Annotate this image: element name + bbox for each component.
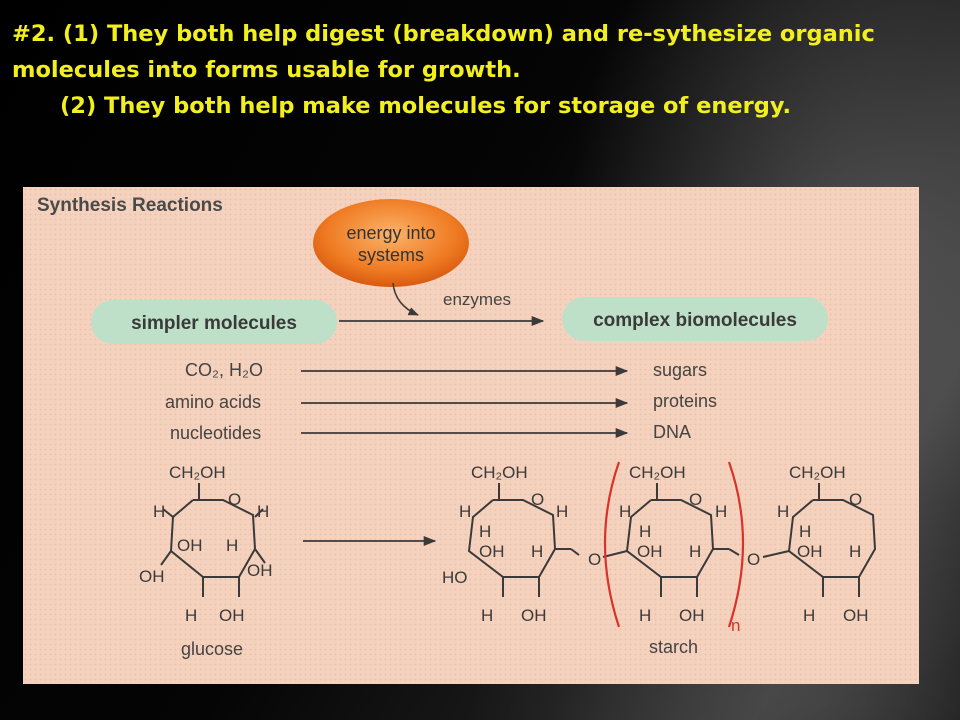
starch2-o: O [689, 490, 702, 509]
output-proteins: proteins [653, 391, 717, 411]
starch1-ho: HO [442, 568, 468, 587]
energy-arrow [392, 282, 419, 316]
slide-line-3: (2) They both help make molecules for st… [60, 93, 792, 119]
enzymes-label: enzymes [443, 290, 511, 309]
glucose-ch2oh: CH₂OH [169, 463, 226, 482]
output-sugars: sugars [653, 360, 707, 380]
starch2-ch2oh: CH₂OH [629, 463, 686, 482]
input-nucleotides: nucleotides [170, 423, 261, 443]
energy-label-2: systems [358, 245, 424, 265]
starch-ring-1 [467, 483, 580, 597]
simpler-molecules-label: simpler molecules [131, 313, 297, 334]
synthesis-figure: Synthesis Reactions energy into systems … [23, 187, 919, 684]
starch2-oh-bottom: OH [679, 606, 705, 625]
energy-bubble [313, 199, 469, 287]
starch-ring-3 [762, 483, 877, 597]
input-amino-acids: amino acids [165, 392, 261, 412]
starch-ring-3-atoms: CH₂OH O H H OH H H OH [777, 463, 869, 625]
starch1-h-right: H [556, 502, 568, 521]
repeat-bracket-left [603, 461, 621, 628]
glucose-label: glucose [181, 639, 243, 659]
starch-linkage-o-2: O [747, 550, 760, 569]
output-dna: DNA [653, 422, 691, 442]
energy-label-1: energy into [346, 223, 435, 243]
starch-linkage-o-1: O [588, 550, 601, 569]
complex-biomolecules-label: complex biomolecules [593, 310, 797, 331]
simpler-molecules-pill [91, 300, 337, 344]
starch3-h-left: H [777, 502, 789, 521]
synthesis-diagram: Synthesis Reactions energy into systems … [37, 195, 877, 659]
starch1-ch2oh: CH₂OH [471, 463, 528, 482]
starch1-oh-mid: OH [479, 542, 505, 561]
starch1-h-bottom: H [481, 606, 493, 625]
starch2-h-inner: H [639, 522, 651, 541]
starch1-h-mid: H [531, 542, 543, 561]
glucose-ring [160, 483, 266, 597]
starch-label: starch [649, 637, 698, 657]
complex-biomolecules-pill [562, 297, 828, 341]
starch3-h-bottom: H [803, 606, 815, 625]
figure-title: Synthesis Reactions [37, 195, 223, 216]
input-co2-h2o: CO₂, H₂O [185, 360, 263, 380]
starch3-oh-bottom: OH [843, 606, 869, 625]
starch3-o: O [849, 490, 862, 509]
glucose-oh-right: OH [247, 561, 273, 580]
starch-ring-2-atoms: CH₂OH O H H H OH H H OH [619, 463, 727, 625]
glucose-atoms: CH₂OH O H H OH H OH OH H OH [139, 463, 273, 625]
starch-ring-1-atoms: CH₂OH O H H H OH H HO H OH [442, 463, 568, 625]
slide-text: #2. (1) They both help digest (breakdown… [12, 16, 948, 124]
starch3-oh-mid: OH [797, 542, 823, 561]
glucose-h-mid: H [226, 536, 238, 555]
repeat-bracket-right [727, 461, 745, 628]
starch3-ch2oh: CH₂OH [789, 463, 846, 482]
starch1-h-inner: H [479, 522, 491, 541]
glucose-h-bottom: H [185, 606, 197, 625]
starch-ring-2 [602, 483, 740, 597]
glucose-h-right: H [257, 502, 269, 521]
starch2-oh-mid: OH [637, 542, 663, 561]
glucose-oh-left: OH [139, 567, 165, 586]
glucose-oh-mid: OH [177, 536, 203, 555]
slide-line-1: #2. (1) They both help digest (breakdown… [12, 21, 875, 47]
glucose-o: O [228, 490, 241, 509]
glucose-h-left: H [153, 502, 165, 521]
starch3-h-inner: H [799, 522, 811, 541]
starch1-o: O [531, 490, 544, 509]
starch3-h-mid: H [849, 542, 861, 561]
starch1-h-left: H [459, 502, 471, 521]
repeat-n: n [731, 616, 740, 635]
glucose-oh-bottom: OH [219, 606, 245, 625]
starch2-h-left: H [619, 502, 631, 521]
starch2-h-bottom: H [639, 606, 651, 625]
starch2-h-right: H [715, 502, 727, 521]
starch1-oh-bottom: OH [521, 606, 547, 625]
slide-line-2: molecules into forms usable for growth. [12, 57, 521, 83]
starch2-h-mid: H [689, 542, 701, 561]
